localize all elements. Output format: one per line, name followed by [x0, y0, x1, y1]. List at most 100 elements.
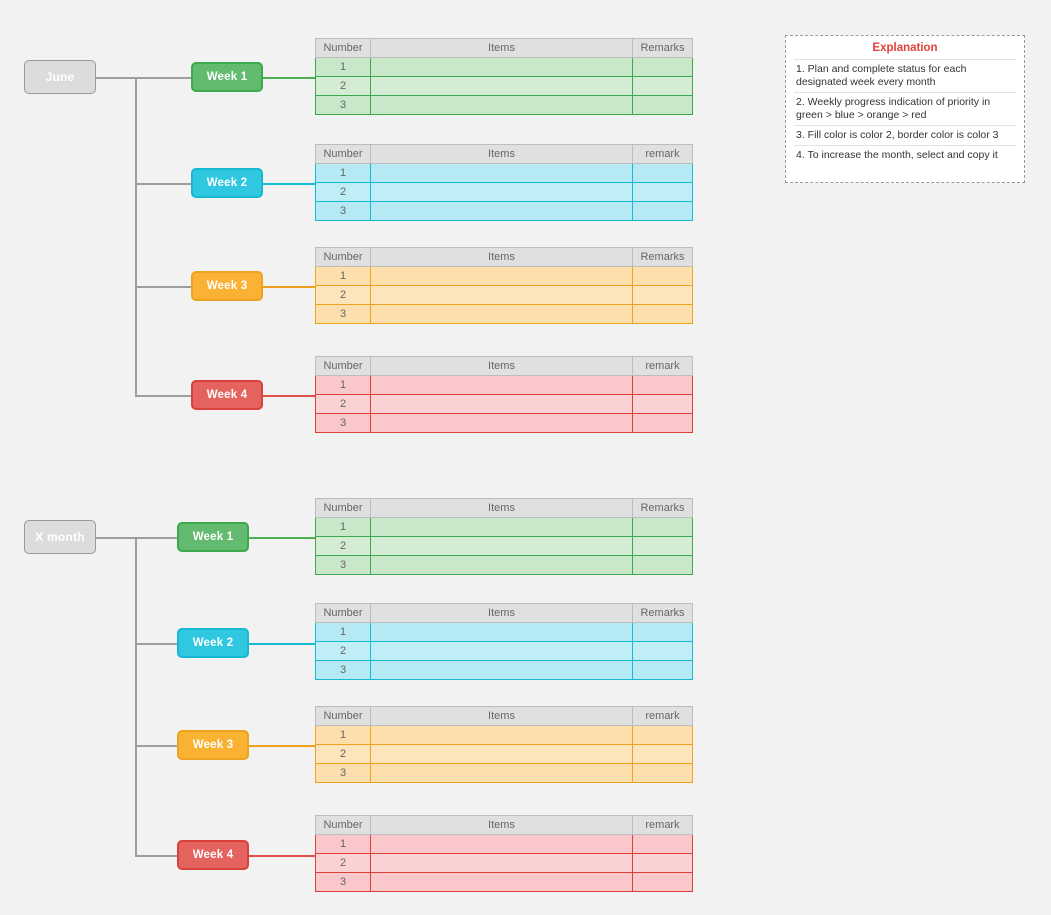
cell-remarks[interactable]: [632, 763, 693, 783]
header-number: Number: [315, 356, 371, 376]
connector-table-x-month-w4: [249, 855, 315, 857]
cell-items[interactable]: [370, 266, 633, 286]
cell-number[interactable]: 2: [315, 394, 371, 414]
cell-remarks[interactable]: [632, 57, 693, 77]
cell-number[interactable]: 1: [315, 622, 371, 642]
cell-remarks[interactable]: [632, 834, 693, 854]
connector-table-june-w3: [263, 286, 315, 288]
cell-items[interactable]: [370, 182, 633, 202]
cell-items[interactable]: [370, 763, 633, 783]
header-items: Items: [370, 815, 633, 835]
cell-number[interactable]: 1: [315, 266, 371, 286]
cell-number[interactable]: 3: [315, 201, 371, 221]
cell-items[interactable]: [370, 555, 633, 575]
cell-number[interactable]: 3: [315, 872, 371, 892]
header-items: Items: [370, 247, 633, 267]
month-node-june[interactable]: June: [24, 60, 96, 94]
week-node-june-w4[interactable]: Week 4: [191, 380, 263, 410]
cell-remarks[interactable]: [632, 304, 693, 324]
cell-items[interactable]: [370, 76, 633, 96]
cell-items[interactable]: [370, 872, 633, 892]
cell-items[interactable]: [370, 304, 633, 324]
header-number: Number: [315, 815, 371, 835]
cell-items[interactable]: [370, 536, 633, 556]
header-remarks: remark: [632, 144, 693, 164]
cell-items[interactable]: [370, 834, 633, 854]
cell-number[interactable]: 3: [315, 555, 371, 575]
table-row: 2: [315, 76, 693, 96]
cell-remarks[interactable]: [632, 182, 693, 202]
cell-remarks[interactable]: [632, 872, 693, 892]
cell-items[interactable]: [370, 744, 633, 764]
cell-number[interactable]: 2: [315, 182, 371, 202]
cell-remarks[interactable]: [632, 201, 693, 221]
cell-number[interactable]: 1: [315, 163, 371, 183]
connector-trunk-x-month: [135, 537, 137, 855]
cell-number[interactable]: 1: [315, 57, 371, 77]
cell-number[interactable]: 1: [315, 517, 371, 537]
week-node-june-w2[interactable]: Week 2: [191, 168, 263, 198]
cell-remarks[interactable]: [632, 285, 693, 305]
cell-remarks[interactable]: [632, 555, 693, 575]
cell-items[interactable]: [370, 375, 633, 395]
week-node-x-month-w3[interactable]: Week 3: [177, 730, 249, 760]
cell-number[interactable]: 3: [315, 304, 371, 324]
cell-number[interactable]: 3: [315, 660, 371, 680]
cell-items[interactable]: [370, 285, 633, 305]
cell-number[interactable]: 2: [315, 76, 371, 96]
week-node-x-month-w2[interactable]: Week 2: [177, 628, 249, 658]
cell-items[interactable]: [370, 95, 633, 115]
cell-items[interactable]: [370, 163, 633, 183]
cell-number[interactable]: 2: [315, 744, 371, 764]
cell-number[interactable]: 2: [315, 853, 371, 873]
cell-number[interactable]: 2: [315, 641, 371, 661]
cell-remarks[interactable]: [632, 536, 693, 556]
cell-items[interactable]: [370, 57, 633, 77]
cell-remarks[interactable]: [632, 163, 693, 183]
cell-remarks[interactable]: [632, 517, 693, 537]
cell-items[interactable]: [370, 622, 633, 642]
cell-number[interactable]: 1: [315, 375, 371, 395]
cell-remarks[interactable]: [632, 266, 693, 286]
cell-remarks[interactable]: [632, 725, 693, 745]
cell-remarks[interactable]: [632, 375, 693, 395]
cell-remarks[interactable]: [632, 95, 693, 115]
cell-items[interactable]: [370, 660, 633, 680]
cell-items[interactable]: [370, 853, 633, 873]
cell-remarks[interactable]: [632, 76, 693, 96]
cell-remarks[interactable]: [632, 744, 693, 764]
cell-number[interactable]: 3: [315, 763, 371, 783]
cell-number[interactable]: 2: [315, 536, 371, 556]
cell-remarks[interactable]: [632, 853, 693, 873]
header-number: Number: [315, 603, 371, 623]
week-node-june-w1[interactable]: Week 1: [191, 62, 263, 92]
week-node-x-month-w1[interactable]: Week 1: [177, 522, 249, 552]
cell-items[interactable]: [370, 641, 633, 661]
cell-number[interactable]: 2: [315, 285, 371, 305]
connector-branch-x-month-w3: [135, 745, 177, 747]
cell-remarks[interactable]: [632, 413, 693, 433]
cell-remarks[interactable]: [632, 660, 693, 680]
cell-items[interactable]: [370, 725, 633, 745]
cell-number[interactable]: 1: [315, 725, 371, 745]
header-remarks: Remarks: [632, 38, 693, 58]
cell-remarks[interactable]: [632, 394, 693, 414]
connector-branch-june-w3: [135, 286, 191, 288]
cell-items[interactable]: [370, 394, 633, 414]
cell-remarks[interactable]: [632, 641, 693, 661]
cell-number[interactable]: 3: [315, 413, 371, 433]
cell-number[interactable]: 3: [315, 95, 371, 115]
cell-remarks[interactable]: [632, 622, 693, 642]
month-node-x-month[interactable]: X month: [24, 520, 96, 554]
cell-items[interactable]: [370, 413, 633, 433]
week-node-x-month-w4[interactable]: Week 4: [177, 840, 249, 870]
cell-items[interactable]: [370, 201, 633, 221]
cell-items[interactable]: [370, 517, 633, 537]
cell-number[interactable]: 1: [315, 834, 371, 854]
week-node-june-w3[interactable]: Week 3: [191, 271, 263, 301]
